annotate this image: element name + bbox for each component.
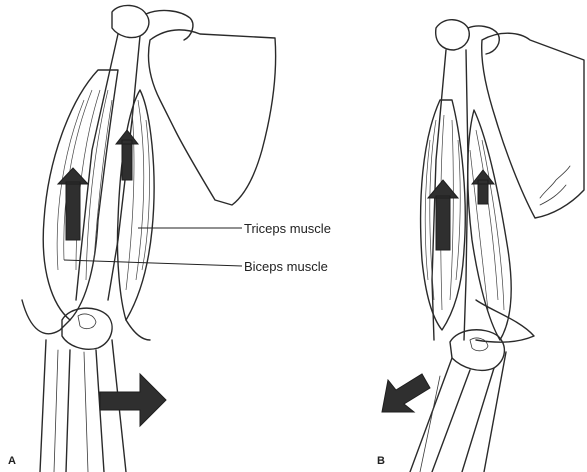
panel-a-label: A <box>8 455 16 467</box>
triceps-muscle-a <box>117 90 154 320</box>
triceps-contraction-arrow-a <box>116 130 138 180</box>
panel-b-label: B <box>377 455 385 467</box>
artist-signature <box>540 166 570 198</box>
biceps-label: Biceps muscle <box>244 259 328 274</box>
humeral-head-b <box>436 20 470 50</box>
panel-a-illustration <box>22 5 276 472</box>
triceps-muscle-b <box>468 110 512 340</box>
biceps-muscle-a <box>43 70 118 320</box>
scapula-a <box>148 30 275 205</box>
biceps-leader-line <box>64 260 242 266</box>
elbow-joint-b <box>450 330 504 371</box>
forearm-extension-arrow-b <box>382 374 430 412</box>
forearm-flexion-arrow-a <box>100 374 166 426</box>
triceps-label: Triceps muscle <box>244 221 331 236</box>
forearm-b <box>410 352 506 472</box>
humeral-head-a <box>112 5 149 37</box>
panel-b-illustration <box>382 20 584 472</box>
